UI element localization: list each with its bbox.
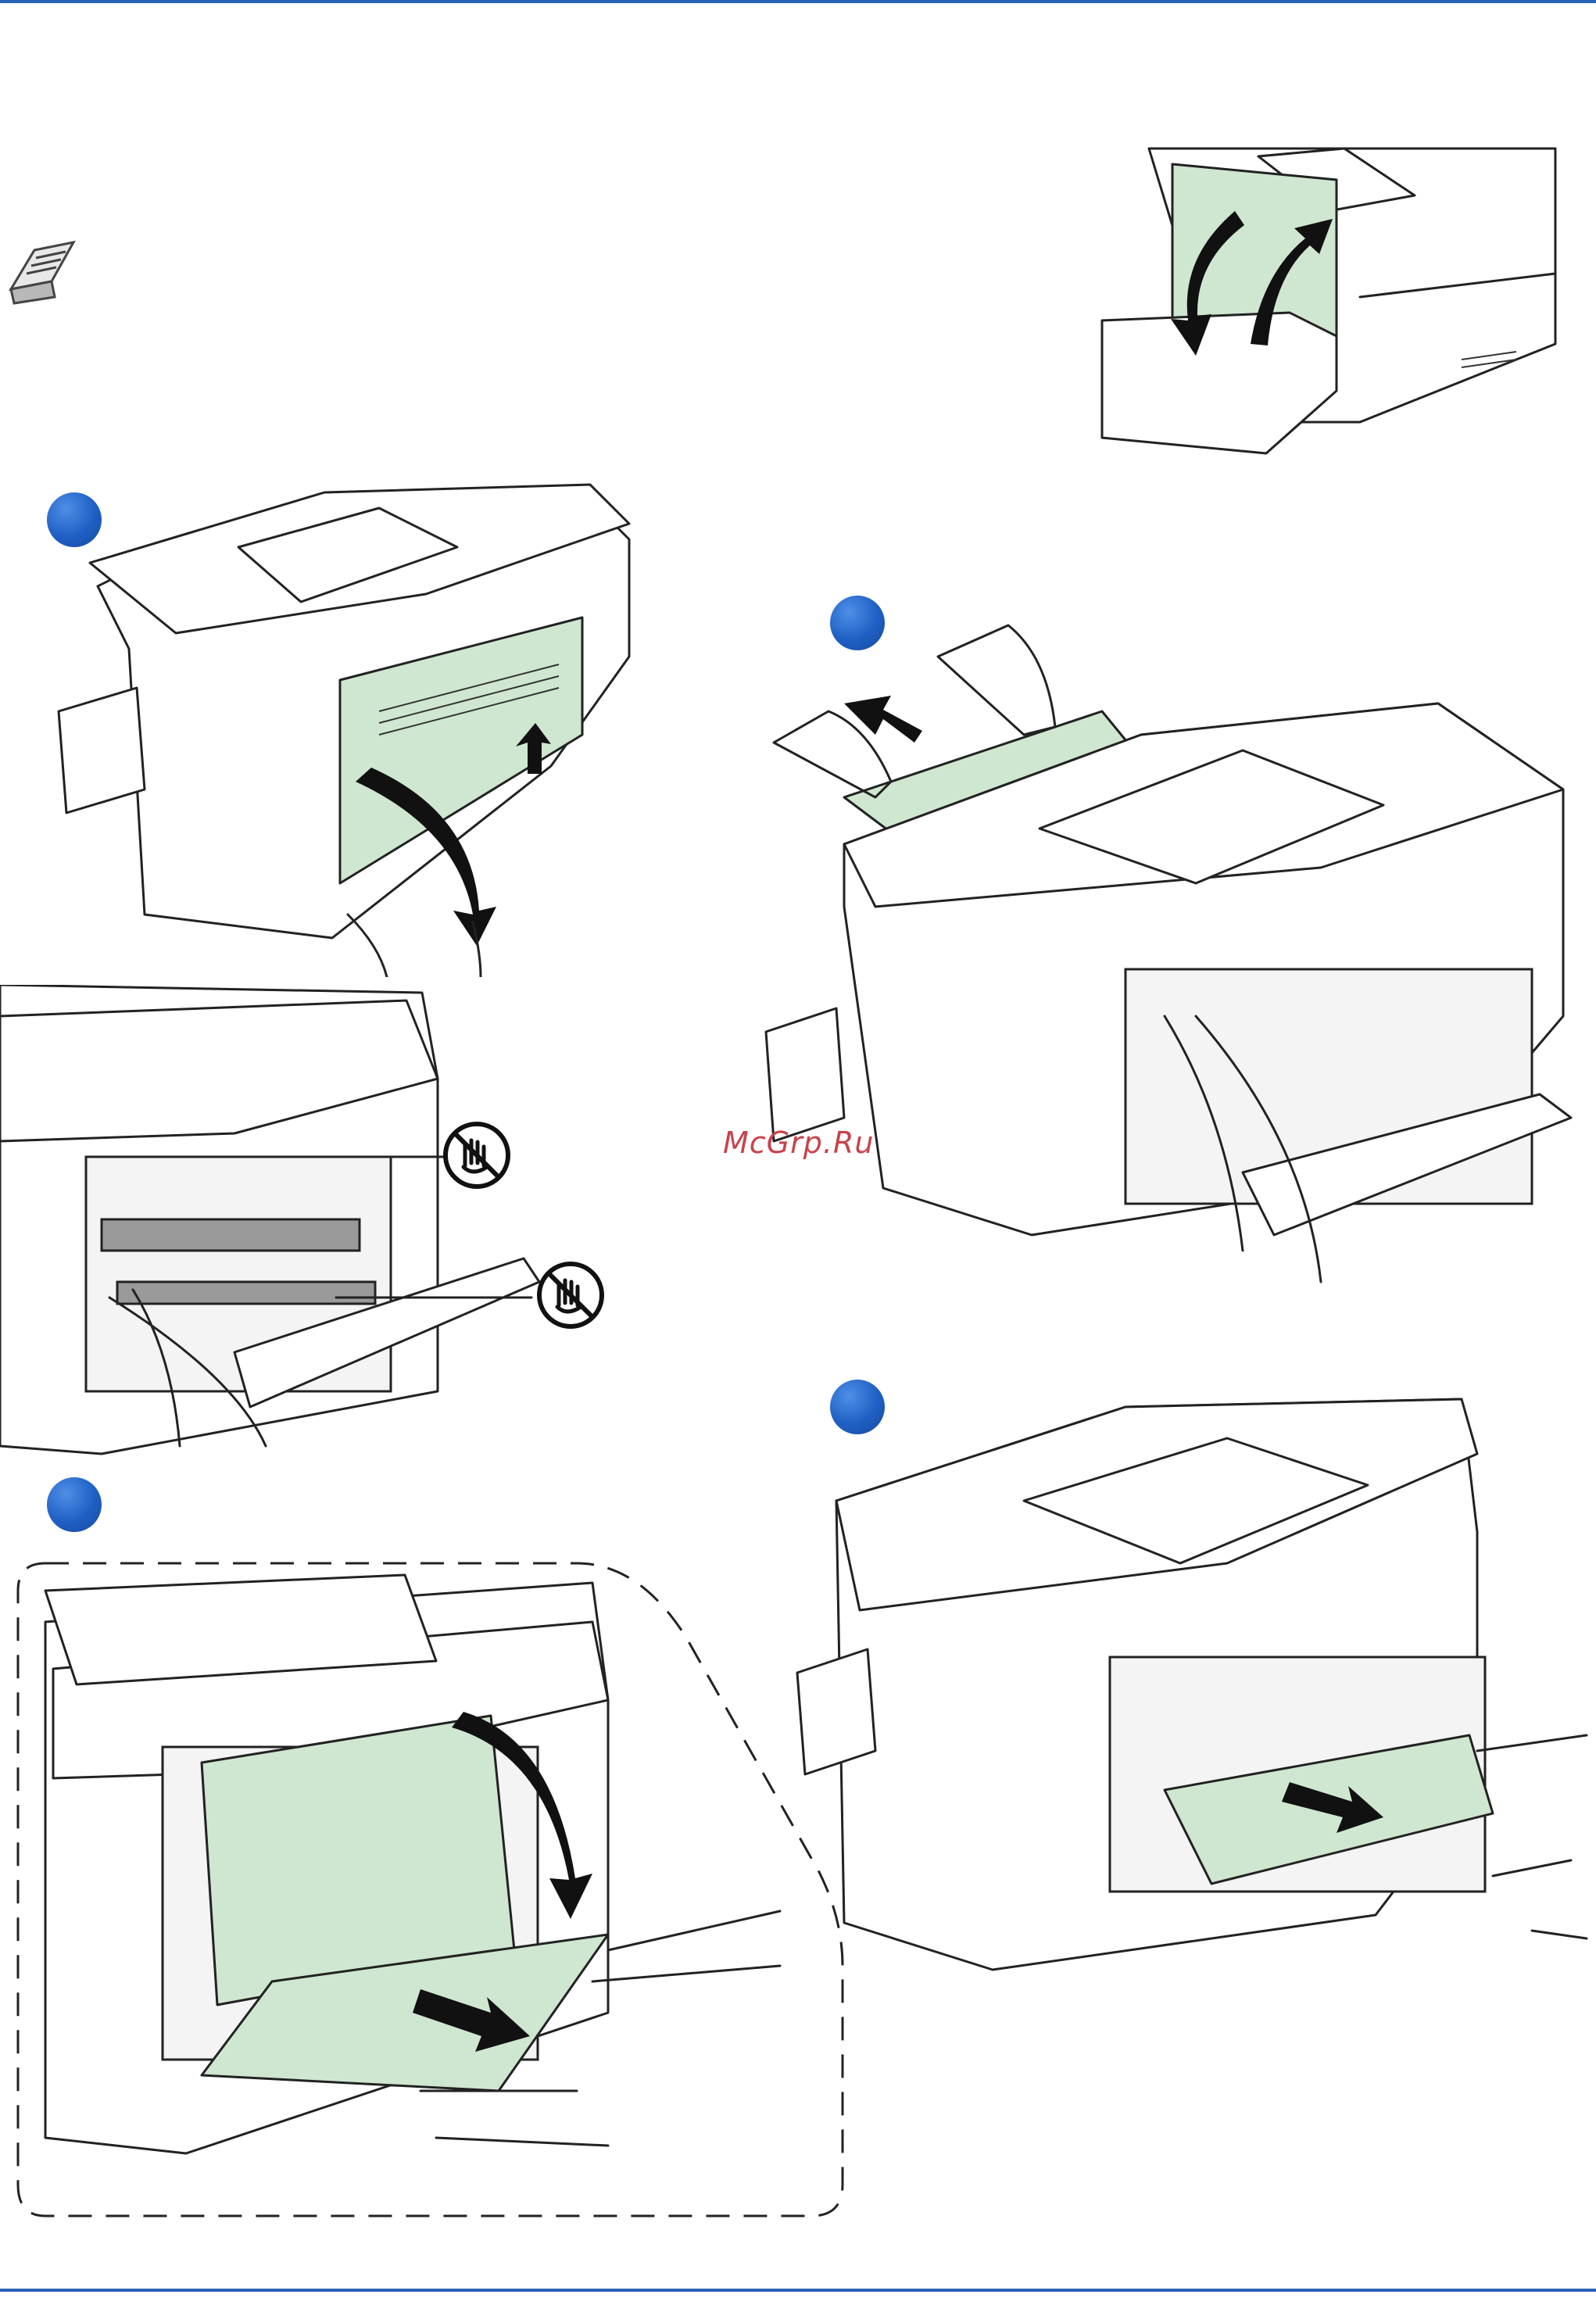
step-4-badge	[830, 1380, 885, 1434]
top-rule	[0, 0, 1596, 3]
step-2-badge	[830, 596, 885, 650]
lift-guide-illustration	[789, 1376, 1596, 2032]
no-touch-icon	[442, 1120, 512, 1190]
watermark: McGrp.Ru	[723, 1126, 875, 1160]
pull-paper-top-illustration	[758, 610, 1579, 1376]
step-1-badge	[47, 492, 102, 547]
step-3-badge	[47, 1477, 102, 1532]
bottom-rule	[0, 2289, 1596, 2292]
cassette-illustration	[1094, 141, 1563, 469]
rear-open-warning-illustration	[0, 985, 625, 1469]
note-icon	[3, 234, 81, 306]
no-touch-icon	[535, 1260, 606, 1330]
rear-remove-paper-illustration	[14, 1544, 844, 2232]
open-rear-cover-illustration	[51, 477, 637, 977]
